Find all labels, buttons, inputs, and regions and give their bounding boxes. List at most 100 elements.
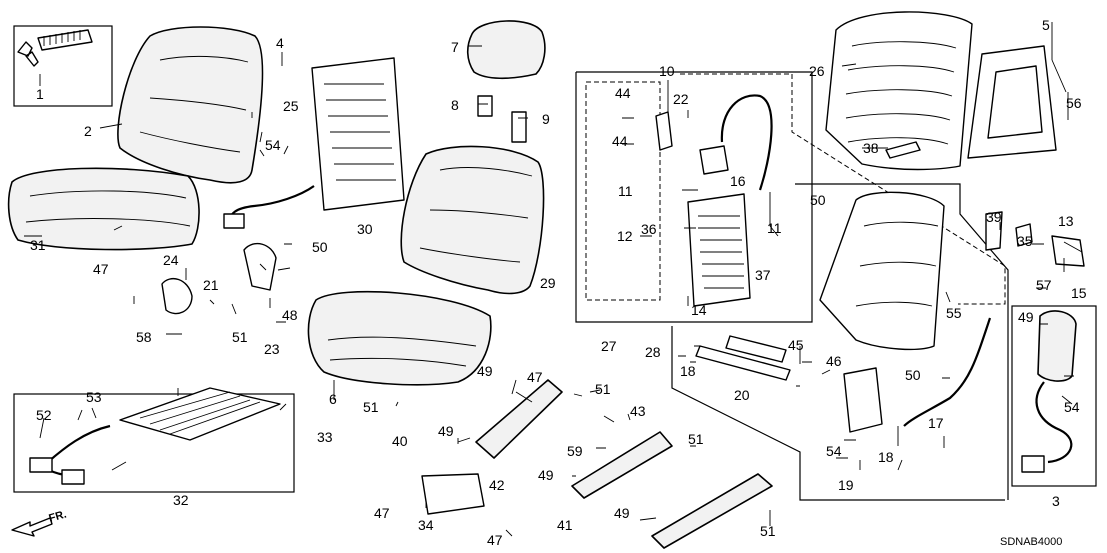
- callout-36: 36: [641, 221, 657, 237]
- seat-rail-cover-part-front: [651, 473, 773, 549]
- seat-rail-cover-part-inner: [475, 379, 563, 459]
- frame-19: [795, 183, 1009, 500]
- clip-set-part: [17, 29, 93, 67]
- callout-50c: 50: [905, 367, 921, 383]
- callout-31: 31: [30, 237, 46, 253]
- callout-51d: 51: [688, 431, 704, 447]
- seat-rail-cover-part-outer: [571, 431, 673, 499]
- callout-46: 46: [826, 353, 842, 369]
- callout-44a: 44: [615, 85, 631, 101]
- callout-29: 29: [540, 275, 556, 291]
- callout-51e: 51: [760, 523, 776, 539]
- diagram-code: SDNAB4000: [1000, 536, 1062, 548]
- seat-back-assembly-part: [400, 145, 545, 295]
- callout-21: 21: [203, 277, 219, 293]
- callout-51a: 50: [312, 239, 328, 255]
- callout-15: 15: [1071, 285, 1087, 301]
- callout-50a: 49: [477, 363, 493, 379]
- callout-28: 28: [645, 344, 661, 360]
- head-restraint-guide-lock-part: [511, 111, 527, 143]
- callout-55: 54: [1064, 399, 1080, 415]
- callout-48: 49: [1018, 309, 1034, 325]
- side-cover-part: [1015, 223, 1033, 247]
- callout-47d: 47: [487, 532, 503, 548]
- callout-17: 17: [928, 415, 944, 431]
- callout-49d: 49: [614, 505, 630, 521]
- callout-54b: 54: [265, 137, 281, 153]
- callout-7: 7: [451, 39, 459, 55]
- callout-26: 26: [809, 63, 825, 79]
- callout-5: 5: [1042, 17, 1050, 33]
- connector-part: [223, 213, 245, 229]
- callout-54c: 54: [826, 443, 842, 459]
- callout-47c: 47: [374, 505, 390, 521]
- callout-19: 19: [838, 477, 854, 493]
- seat-back-heater-part: [311, 57, 405, 211]
- callout-3: 3: [1052, 493, 1060, 509]
- callout-11b: 11: [767, 220, 782, 236]
- callout-45: 45: [788, 337, 804, 353]
- callout-38: 38: [863, 140, 879, 156]
- callout-32: 32: [173, 492, 189, 508]
- frame-28: [671, 326, 1005, 501]
- callout-53: 52: [36, 407, 52, 423]
- detail-box-3: [1011, 305, 1097, 487]
- callout-50b: 50: [810, 192, 826, 208]
- callout-44b: 44: [612, 133, 628, 149]
- seat-back-upper-frame-part: [1051, 235, 1085, 267]
- callout-1: 1: [36, 86, 44, 102]
- callout-42: 42: [489, 477, 505, 493]
- lumbar-support-part: [687, 193, 751, 307]
- lumbar-bracket-part: [655, 111, 673, 151]
- callout-59a: 58: [136, 329, 152, 345]
- front-direction-arrow: [11, 517, 53, 537]
- group-leaders: [24, 22, 1083, 537]
- callout-35: 35: [1017, 233, 1033, 249]
- callout-33: 33: [317, 429, 333, 445]
- callout-47a: 47: [93, 261, 109, 277]
- power-seat-motor-part: [843, 367, 883, 433]
- callout-41: 41: [557, 517, 573, 533]
- frame-29-outer: [680, 73, 1006, 305]
- seat-cushion-cover-part: [7, 167, 200, 251]
- callout-40: 40: [392, 433, 408, 449]
- seat-base-cover-part: [421, 473, 485, 515]
- callout-51c: 51: [595, 381, 611, 397]
- front-direction-label: FR.: [48, 508, 68, 524]
- callout-9: 9: [542, 111, 550, 127]
- frame-27: [575, 71, 813, 323]
- callout-12: 12: [617, 228, 633, 244]
- callout-54a: 53: [86, 389, 102, 405]
- callout-57: 56: [1066, 95, 1082, 111]
- lumbar-rod-part: [885, 141, 921, 159]
- head-restraint-part: [466, 20, 546, 80]
- callout-34: 34: [418, 517, 434, 533]
- head-restraint-guide-part: [477, 95, 493, 117]
- frame-29-inner: [585, 81, 661, 301]
- callout-23: 23: [264, 341, 280, 357]
- callout-6: 6: [329, 391, 337, 407]
- callout-16: 16: [730, 173, 746, 189]
- callout-18b: 18: [878, 449, 894, 465]
- callout-30: 30: [357, 221, 373, 237]
- detail-box-32: [13, 393, 295, 493]
- lumbar-motor-part: [699, 145, 729, 175]
- seat-back-side-cover-part: [985, 211, 1003, 251]
- callout-49c: 49: [538, 467, 554, 483]
- callout-27: 27: [601, 338, 617, 354]
- group-frames: [13, 25, 1097, 501]
- recliner-cover-part: [161, 277, 193, 315]
- callout-56: 55: [946, 305, 962, 321]
- callout-14: 14: [691, 302, 707, 318]
- callout-49a: 48: [282, 307, 298, 323]
- callout-49b: 49: [438, 423, 454, 439]
- callout-10: 10: [659, 63, 675, 79]
- seat-cushion-heater-part: [119, 387, 281, 441]
- seat-back-recliner-frame-part: [819, 191, 945, 351]
- spring-rod-part: [695, 345, 791, 381]
- callout-2: 2: [84, 123, 92, 139]
- callout-58: 57: [1036, 277, 1052, 293]
- callout-4: 4: [276, 35, 284, 51]
- callout-51b: 51: [232, 329, 248, 345]
